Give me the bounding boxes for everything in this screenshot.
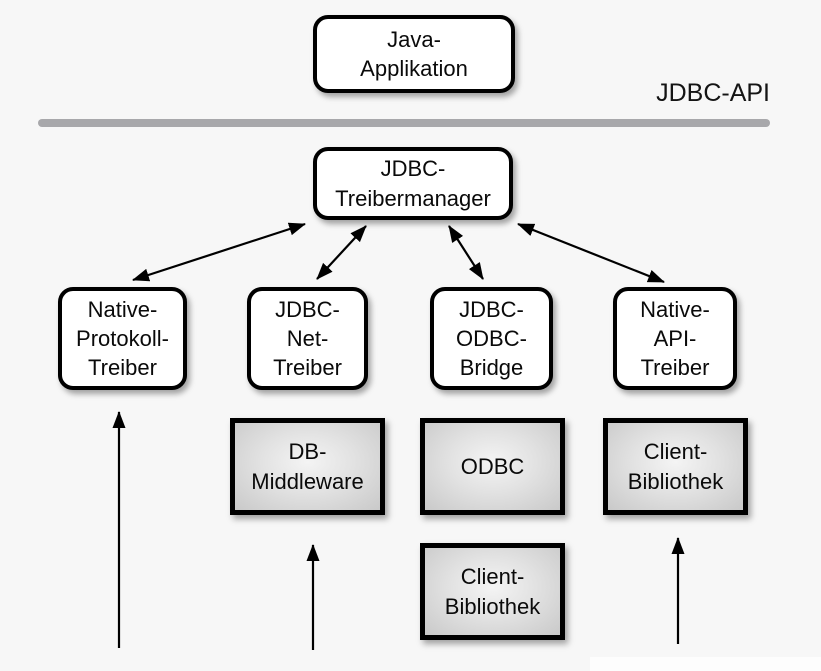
node-odbc: ODBC [420,418,565,515]
node-java-application: Java- Applikation [313,15,515,93]
jdbc-api-divider-line [38,119,770,127]
node-client-bibliothek-native: Client- Bibliothek [603,418,748,515]
arrow-manager-native-protokoll [132,222,306,282]
jdbc-api-label: JDBC-API [656,79,770,107]
node-jdbc-treibermanager: JDBC- Treibermanager [313,147,513,220]
node-native-api-treiber: Native- API- Treiber [613,287,737,390]
arrow-manager-jdbc-odbc [448,225,484,280]
node-jdbc-net-treiber: JDBC- Net- Treiber [247,287,368,390]
node-db-middleware: DB- Middleware [230,418,385,515]
arrow-manager-native-api [517,222,665,284]
arrow-manager-jdbc-net [316,225,367,280]
node-native-protokoll-treiber: Native- Protokoll- Treiber [58,287,187,390]
node-client-bibliothek-odbc: Client- Bibliothek [420,543,565,640]
partial-box-bottom-right [590,657,821,671]
node-jdbc-odbc-bridge: JDBC- ODBC- Bridge [430,287,553,390]
